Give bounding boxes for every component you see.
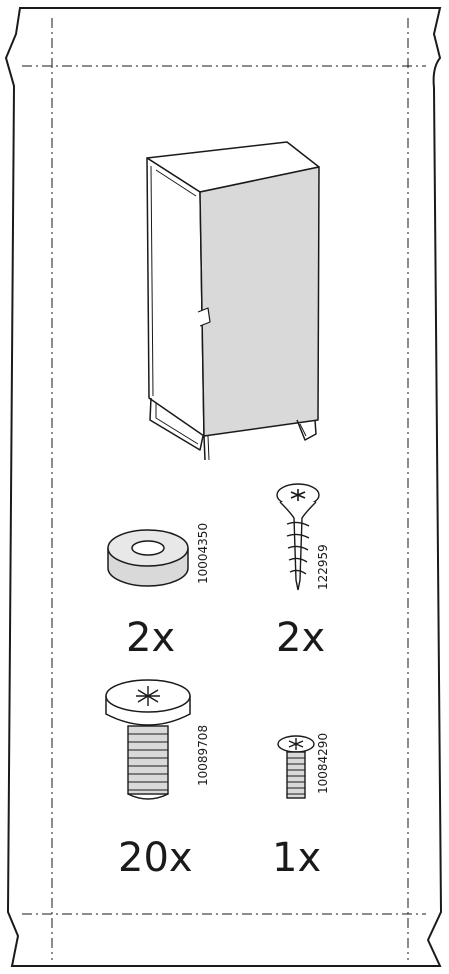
bolt-icon [105,679,191,800]
washer-quantity: 2x [126,615,176,661]
cabinet-icon [146,141,320,461]
wood-screw-icon [276,483,320,591]
washer-icon [107,529,189,587]
packaging-bag-outline [4,7,443,967]
machine-screw-article-number: 10084290 [316,732,330,794]
bolt-quantity: 20x [118,835,193,881]
wood-screw-article-number: 122959 [316,544,330,590]
machine-screw-icon [277,735,315,799]
bolt-article-number: 10089708 [196,724,210,786]
machine-screw-quantity: 1x [272,835,322,881]
washer-article-number: 10004350 [196,522,210,584]
wood-screw-quantity: 2x [276,615,326,661]
